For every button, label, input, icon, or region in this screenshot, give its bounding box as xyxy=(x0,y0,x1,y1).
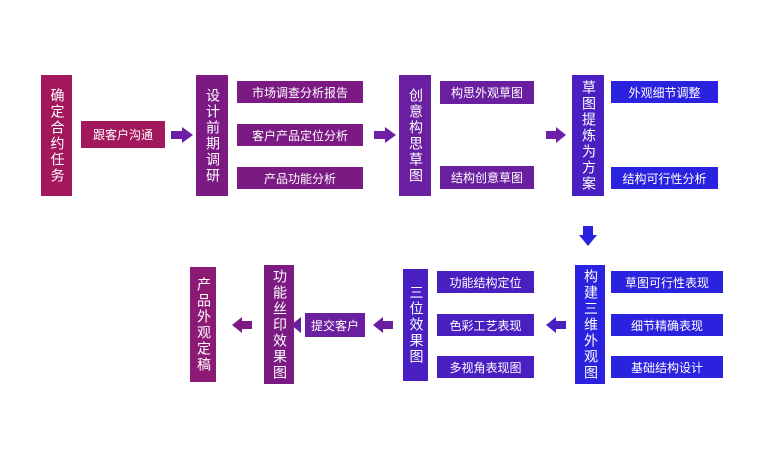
node-exterior-sketch: 构思外观草图 xyxy=(440,81,534,104)
node-function-analysis: 产品功能分析 xyxy=(237,167,363,189)
node-base-structure: 基础结构设计 xyxy=(611,356,723,378)
node-multi-view: 多视角表现图 xyxy=(437,356,534,378)
node-render-three: 三位效果图 xyxy=(403,269,428,381)
node-market-report: 市场调查分析报告 xyxy=(237,81,363,103)
node-refine-plan: 草图提炼为方案 xyxy=(572,75,604,196)
arrow-left-icon xyxy=(232,317,252,333)
node-feasibility-analysis: 结构可行性分析 xyxy=(611,167,718,189)
node-submit-client: 提交客户 xyxy=(305,313,365,337)
node-sketch-feasibility: 草图可行性表现 xyxy=(611,271,723,293)
node-detail-adjust: 外观细节调整 xyxy=(611,81,718,103)
node-product-positioning: 客户产品定位分析 xyxy=(237,124,363,146)
node-print-effect: 功能丝印效果图 xyxy=(264,265,294,384)
node-color-craft: 色彩工艺表现 xyxy=(437,314,534,336)
arrow-right-icon xyxy=(374,127,396,143)
arrow-left-icon xyxy=(546,317,566,333)
arrow-left-icon xyxy=(291,317,301,333)
node-build-3d: 构建三维外观图 xyxy=(575,265,605,384)
node-confirm-contract: 确定合约任务 xyxy=(41,75,72,196)
node-func-position: 功能结构定位 xyxy=(437,271,534,293)
node-early-design-research: 设计前期调研 xyxy=(196,75,228,196)
node-finalize-appearance: 产品外观定稿 xyxy=(190,267,216,382)
arrow-left-icon xyxy=(373,317,393,333)
node-communicate-client: 跟客户沟通 xyxy=(81,121,165,148)
node-detail-precise: 细节精确表现 xyxy=(611,314,723,336)
arrow-down-icon xyxy=(579,226,597,246)
node-structure-sketch: 结构创意草图 xyxy=(440,166,534,189)
arrow-right-icon xyxy=(546,127,566,143)
arrow-right-icon xyxy=(171,127,193,143)
node-creative-sketch: 创意构思草图 xyxy=(399,75,431,196)
